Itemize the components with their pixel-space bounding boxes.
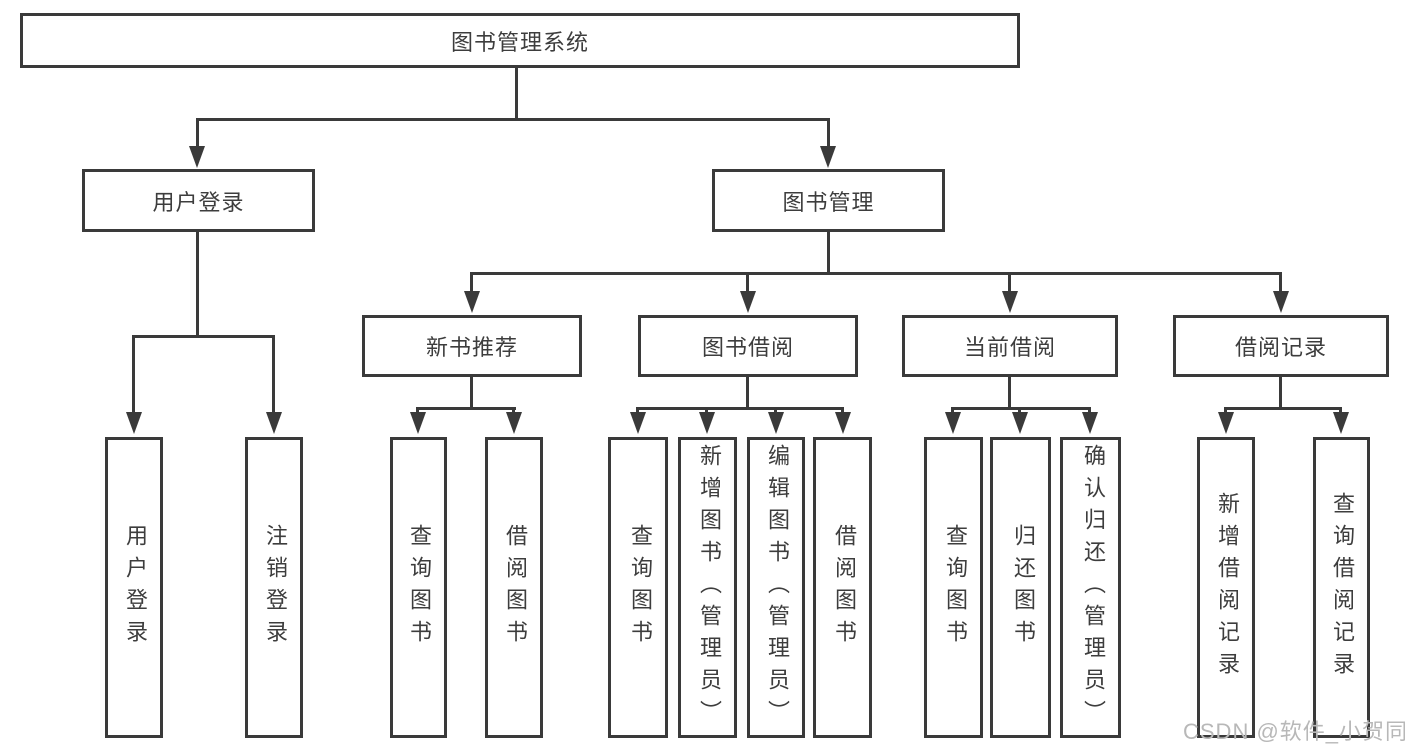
node-new-books: 新书推荐 <box>362 315 582 377</box>
arrow-down-icon <box>1273 291 1289 313</box>
arrow-down-icon <box>506 412 522 434</box>
arrow-down-icon <box>699 412 715 434</box>
leaf-logout: 注销登录 <box>245 437 303 738</box>
leaf-query-books-borrow: 查询图书 <box>608 437 668 738</box>
connector-line <box>636 407 844 410</box>
connector-line <box>1018 407 1021 414</box>
connector-line <box>827 232 830 274</box>
connector-line <box>746 377 749 407</box>
connector-line <box>1008 377 1011 407</box>
connector-line <box>774 407 777 414</box>
arrow-down-icon <box>1218 412 1234 434</box>
connector-line <box>196 232 199 335</box>
node-user-login: 用户登录 <box>82 169 315 232</box>
arrow-down-icon <box>768 412 784 434</box>
connector-line <box>636 407 639 414</box>
leaf-add-borrow-record: 新增借阅记录 <box>1197 437 1255 738</box>
leaf-edit-book-admin: 编辑图书（管理员） <box>747 437 805 738</box>
leaf-query-borrow-record: 查询借阅记录 <box>1313 437 1370 738</box>
arrow-down-icon <box>464 291 480 313</box>
arrow-down-icon <box>410 412 426 434</box>
connector-line <box>132 335 275 338</box>
arrow-down-icon <box>1333 412 1349 434</box>
node-user-login-label: 用户登录 <box>152 189 245 215</box>
node-borrow-records: 借阅记录 <box>1173 315 1389 377</box>
connector-line <box>746 272 749 292</box>
connector-line <box>1279 377 1282 407</box>
connector-line <box>470 272 1282 275</box>
leaf-return-book: 归还图书 <box>990 437 1051 738</box>
leaf-user-login: 用户登录 <box>105 437 163 738</box>
connector-line <box>827 118 830 148</box>
arrow-down-icon <box>1012 412 1028 434</box>
csdn-watermark: CSDN @软件_小贺同学 <box>1183 719 1405 744</box>
leaf-query-books-newbooks: 查询图书 <box>390 437 447 738</box>
connector-line <box>1279 272 1282 292</box>
connector-line <box>1339 407 1342 414</box>
connector-line <box>416 407 516 410</box>
connector-line <box>841 407 844 414</box>
connector-line <box>1224 407 1342 410</box>
node-current-borrow: 当前借阅 <box>902 315 1118 377</box>
arrow-down-icon <box>835 412 851 434</box>
leaf-borrow-books-borrow: 借阅图书 <box>813 437 872 738</box>
connector-line <box>1088 407 1091 414</box>
connector-line <box>515 68 518 120</box>
arrow-down-icon <box>126 412 142 434</box>
connector-line <box>416 407 419 414</box>
connector-line <box>470 377 473 407</box>
connector-line <box>196 118 199 148</box>
arrow-down-icon <box>945 412 961 434</box>
node-book-mgmt: 图书管理 <box>712 169 945 232</box>
leaf-confirm-return-admin: 确认归还（管理员） <box>1060 437 1121 738</box>
node-root: 图书管理系统 <box>20 13 1020 68</box>
connector-line <box>470 272 473 292</box>
leaf-query-books-current: 查询图书 <box>924 437 983 738</box>
arrow-down-icon <box>1082 412 1098 434</box>
connector-line <box>951 407 1091 410</box>
connector-line <box>196 118 830 121</box>
node-book-mgmt-label: 图书管理 <box>782 189 875 215</box>
connector-line <box>1008 272 1011 292</box>
connector-line <box>512 407 515 414</box>
node-new-books-label: 新书推荐 <box>425 335 518 360</box>
arrow-down-icon <box>1002 291 1018 313</box>
leaf-add-book-admin: 新增图书（管理员） <box>678 437 737 738</box>
node-book-borrow-label: 图书借阅 <box>701 335 794 360</box>
connector-line <box>272 335 275 413</box>
node-borrow-records-label: 借阅记录 <box>1234 335 1327 360</box>
node-root-label: 图书管理系统 <box>450 29 589 55</box>
arrow-down-icon <box>820 146 836 168</box>
arrow-down-icon <box>189 146 205 168</box>
arrow-down-icon <box>266 412 282 434</box>
node-book-borrow: 图书借阅 <box>638 315 858 377</box>
connector-line <box>951 407 954 414</box>
connector-line <box>705 407 708 414</box>
connector-line <box>1224 407 1227 414</box>
leaf-borrow-books-newbooks: 借阅图书 <box>485 437 543 738</box>
connector-line <box>132 335 135 413</box>
arrow-down-icon <box>740 291 756 313</box>
arrow-down-icon <box>630 412 646 434</box>
node-current-borrow-label: 当前借阅 <box>963 335 1056 360</box>
